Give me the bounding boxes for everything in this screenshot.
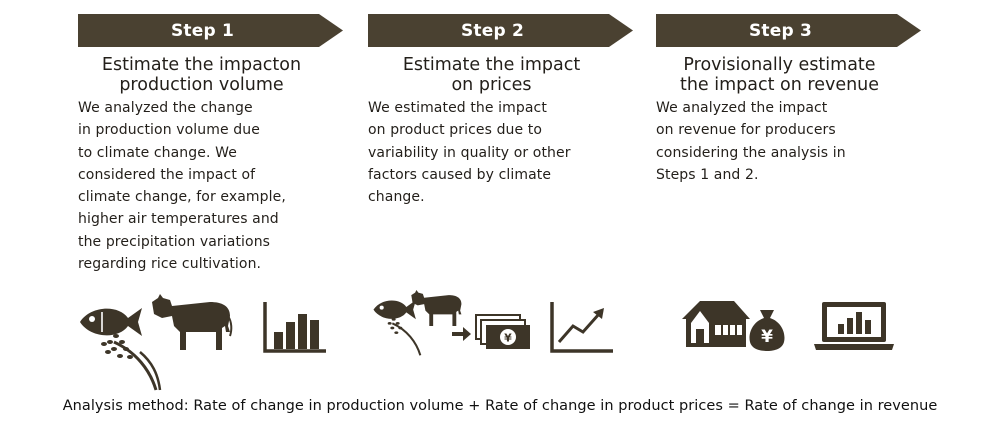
step-label: Step 2: [460, 20, 525, 41]
step-3: Step 3 Provisionally estimate the impact…: [656, 14, 921, 186]
line-chart-icon: [550, 302, 613, 353]
step-description: We estimated the impact on product price…: [368, 100, 571, 206]
step-description: We analyzed the change in production vol…: [78, 100, 286, 273]
step-banner: Step 1: [78, 14, 343, 47]
step-2: Step 2 Estimate the impact on prices We …: [368, 14, 633, 208]
step-title: Provisionally estimate the impact on rev…: [679, 55, 880, 95]
step-description: We analyzed the impact on revenue for pr…: [656, 100, 846, 183]
fish-icon: [373, 300, 416, 320]
step-label: Step 3: [748, 20, 813, 41]
step-label: Step 1: [170, 20, 235, 41]
step-1: Step 1 Estimate the impacton production …: [78, 14, 343, 275]
fish-icon: [80, 308, 142, 336]
rice-plant-icon: [387, 318, 422, 356]
bar-chart-icon: [263, 302, 326, 353]
yen-banknotes-icon: ¥: [475, 314, 530, 349]
step-banner: Step 3: [656, 14, 921, 47]
yen-money-bag-icon: ¥: [749, 310, 785, 351]
step-title: Estimate the impact on prices: [402, 55, 581, 95]
step-title: Estimate the impacton production volume: [101, 55, 302, 95]
laptop-chart-icon: [814, 302, 894, 350]
cow-icon: [411, 290, 462, 326]
yen-symbol: ¥: [504, 332, 512, 345]
cow-icon: [152, 294, 233, 350]
step-banner: Step 2: [368, 14, 633, 47]
analysis-method-text: Analysis method: Rate of change in produ…: [62, 398, 938, 414]
rice-plant-icon: [101, 334, 162, 391]
arrow-right-icon: [452, 327, 471, 341]
yen-symbol: ¥: [761, 327, 773, 347]
farmhouse-icon: [682, 301, 750, 347]
